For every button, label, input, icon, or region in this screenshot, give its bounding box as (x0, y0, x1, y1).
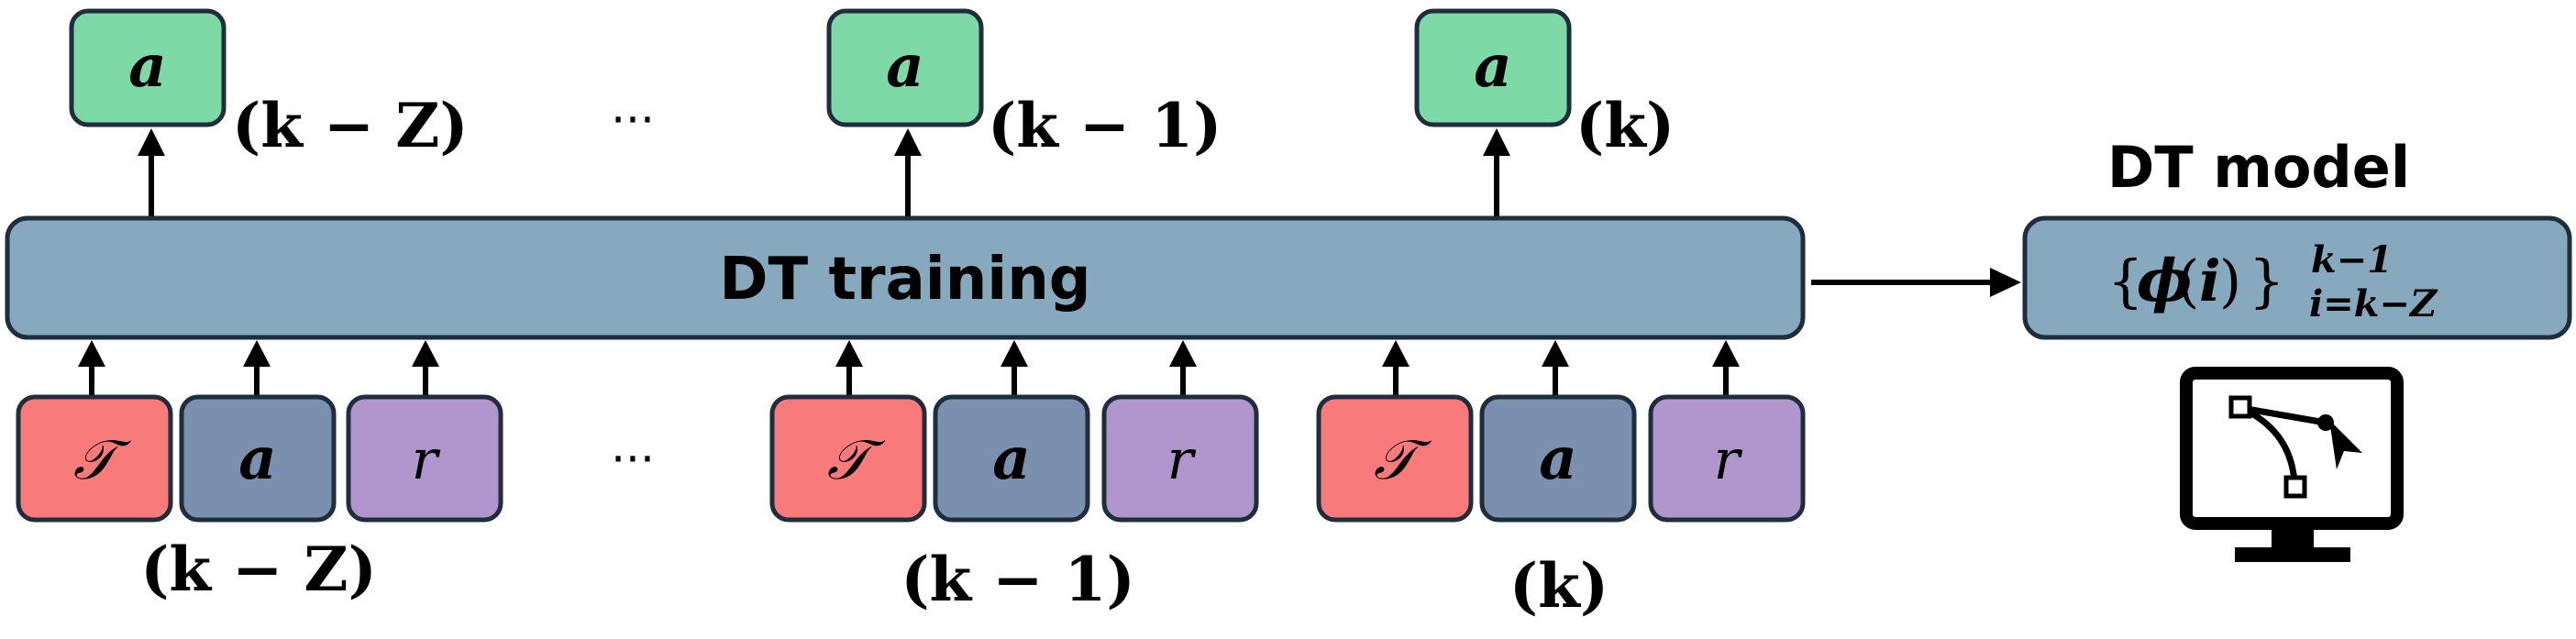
bezier-curve (2239, 404, 2298, 483)
monitor-bezier-icon (2180, 367, 2404, 562)
reward-box (346, 394, 503, 523)
arrow-head (1001, 340, 1028, 367)
action-symbol: a (238, 424, 276, 493)
dt-model-block (2022, 215, 2572, 340)
arrow-head (78, 340, 105, 367)
monitor-base (2235, 547, 2350, 562)
outputs-ellipsis: ··· (611, 94, 655, 147)
output-action-symbol: a (1474, 32, 1511, 101)
action-box (1479, 394, 1637, 523)
input-group-k-minus-1: 𝒯 a r (k − 1) (769, 394, 1259, 615)
formula-phi: ϕ (2137, 247, 2192, 315)
monitor-screen (2180, 367, 2404, 530)
output-step-label: (k) (1575, 90, 1675, 161)
arrow-head (1542, 340, 1569, 367)
formula-subscript: i=k−Z (2309, 282, 2438, 325)
input-group-k-minus-z: 𝒯 a r (k − Z) (16, 394, 503, 605)
input-group-k: 𝒯 a r (k) (1316, 394, 1806, 622)
trajectory-box (1316, 394, 1474, 523)
input-step-label: (k − Z) (140, 534, 377, 605)
reward-symbol: r (1167, 428, 1197, 492)
inputs-ellipsis: ··· (611, 433, 655, 486)
reward-box (1101, 394, 1259, 523)
reward-symbol: r (412, 428, 441, 492)
input-arrows (78, 340, 1740, 397)
output-group-k: a (k) (1414, 8, 1675, 161)
anchor-point (2228, 395, 2252, 419)
dt-model-title: DT model (2107, 134, 2410, 201)
arrow-head (835, 340, 863, 367)
arrow-head (412, 340, 439, 367)
arrow-head (1382, 340, 1410, 367)
action-symbol: a (1539, 424, 1576, 493)
formula-index: i (2199, 248, 2221, 314)
bezier-handle (2240, 404, 2327, 426)
output-group-k-minus-z: a (k − Z) (69, 8, 469, 161)
anchor-point (2283, 475, 2307, 499)
arrow-head (138, 128, 165, 156)
formula-paren-close: ) (2219, 248, 2241, 314)
reward-symbol: r (1714, 428, 1743, 492)
trajectory-box (769, 394, 927, 523)
output-step-label: (k − 1) (988, 90, 1222, 161)
dt-model-formula: { ϕ ( i ) } k−1 i=k−Z (2107, 238, 2438, 325)
formula-brace-close: } (2249, 248, 2284, 314)
output-action-box (826, 8, 984, 127)
output-action-symbol: a (886, 32, 923, 101)
dt-training-label: DT training (719, 246, 1090, 314)
cursor-pointer (2329, 420, 2362, 469)
handle-point (2317, 414, 2334, 431)
arrow-head (1483, 128, 1510, 156)
output-group-k-minus-1: a (k − 1) (826, 8, 1222, 161)
input-step-label: (k − 1) (901, 544, 1134, 615)
formula-superscript: k−1 (2311, 238, 2393, 281)
output-action-symbol: a (128, 32, 166, 101)
monitor-neck (2272, 523, 2314, 549)
trajectory-box (16, 394, 173, 523)
output-action-box (1414, 8, 1572, 127)
output-arrows (138, 128, 1510, 218)
arrow-head (1990, 268, 2021, 297)
action-box (933, 394, 1090, 523)
arrow-head (1712, 340, 1740, 367)
arrow-head (1169, 340, 1197, 367)
input-step-label: (k) (1509, 550, 1609, 622)
formula-paren-open: ( (2177, 248, 2199, 314)
arrow-head (243, 340, 271, 367)
arrow-head (894, 128, 922, 156)
dt-training-block (5, 215, 1806, 340)
output-step-label: (k − Z) (232, 90, 469, 161)
formula-brace-open: { (2107, 248, 2143, 314)
action-symbol: a (992, 424, 1030, 493)
reward-box (1648, 394, 1806, 523)
output-action-box (69, 8, 227, 127)
action-box (179, 394, 337, 523)
